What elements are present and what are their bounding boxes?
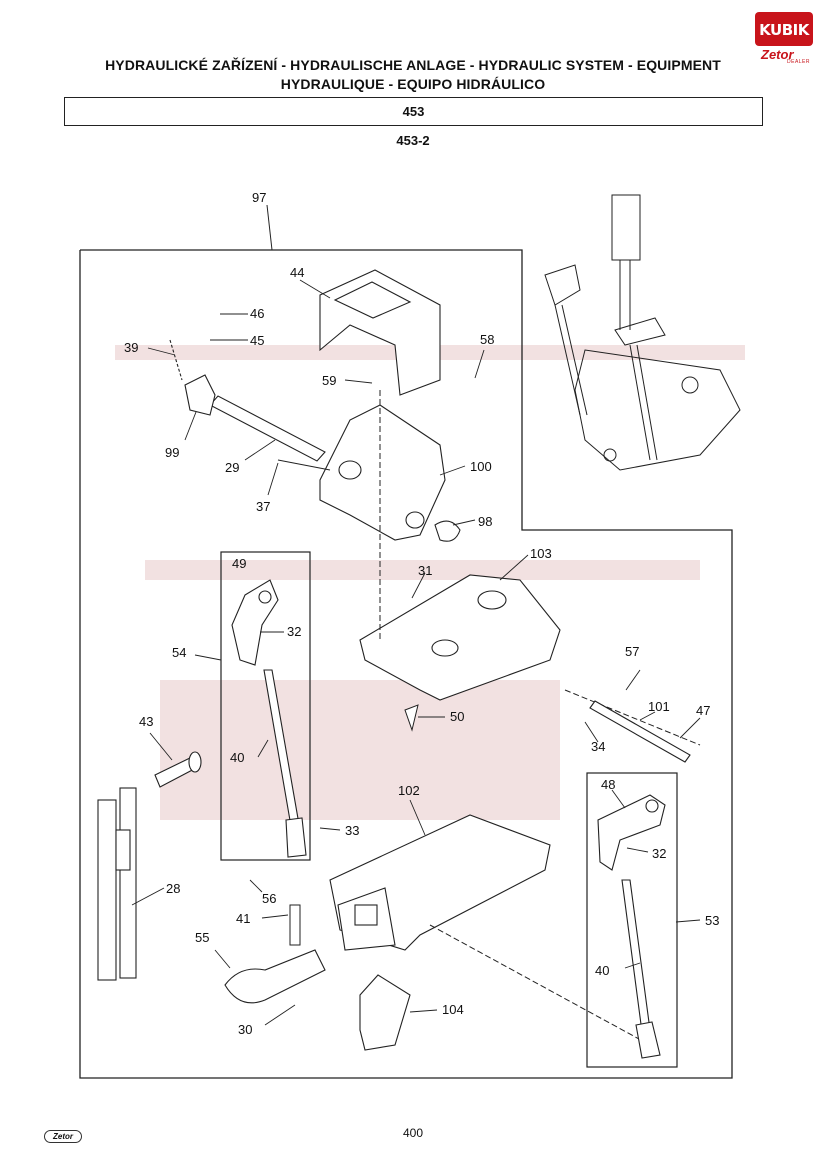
part-29-shaft bbox=[209, 395, 326, 462]
callout-99: 99 bbox=[165, 445, 179, 460]
part-41-pin bbox=[289, 904, 301, 946]
frame-outline bbox=[79, 249, 733, 1079]
callout-58: 58 bbox=[480, 332, 494, 347]
box-53 bbox=[586, 772, 678, 1068]
page-title-line-2: HYDRAULIQUE - EQUIPO HIDRÁULICO bbox=[280, 76, 546, 92]
part-104-clip bbox=[359, 974, 411, 1051]
group-number: 453 bbox=[402, 104, 425, 119]
box-54 bbox=[220, 551, 311, 861]
callout-97: 97 bbox=[252, 190, 266, 205]
part-102-frame bbox=[329, 814, 551, 951]
callout-49: 49 bbox=[232, 556, 246, 571]
logo-badge bbox=[755, 12, 813, 46]
part-101-pin bbox=[589, 700, 691, 763]
callout-101: 101 bbox=[648, 699, 670, 714]
part-99-lever bbox=[169, 339, 216, 416]
watermark bbox=[115, 345, 745, 820]
part-28-link bbox=[97, 787, 137, 981]
callout-41: 41 bbox=[236, 911, 250, 926]
part-103-plate bbox=[359, 574, 561, 701]
reference-assembly-illustration bbox=[544, 194, 741, 471]
part-49-bracket bbox=[231, 579, 279, 666]
page-title-line-1: HYDRAULICKÉ ZAŘÍZENÍ - HYDRAULISCHE ANLA… bbox=[105, 57, 721, 73]
callout-53: 53 bbox=[705, 913, 719, 928]
group-number-box: 453 bbox=[64, 97, 763, 126]
callout-100: 100 bbox=[470, 459, 492, 474]
callout-59: 59 bbox=[322, 373, 336, 388]
logo-tag: DEALER bbox=[787, 59, 811, 65]
callout-57: 57 bbox=[625, 644, 639, 659]
callout-55: 55 bbox=[195, 930, 209, 945]
callout-104: 104 bbox=[442, 1002, 464, 1017]
callout-37: 37 bbox=[256, 499, 270, 514]
leader-97 bbox=[266, 204, 273, 251]
callout-98: 98 bbox=[478, 514, 492, 529]
part-44-cover bbox=[319, 269, 441, 396]
callout-28: 28 bbox=[166, 881, 180, 896]
callout-39: 39 bbox=[124, 340, 138, 355]
page-number: 400 bbox=[402, 1126, 424, 1140]
callout-47: 47 bbox=[696, 703, 710, 718]
callout-48: 48 bbox=[601, 777, 615, 792]
part-100-bracket bbox=[319, 404, 446, 541]
callout-56: 56 bbox=[262, 891, 276, 906]
part-98-bushing bbox=[434, 520, 461, 542]
part-43-pin bbox=[154, 751, 202, 788]
callout-labels: 97 44 46 45 39 58 59 99 29 100 37 98 103… bbox=[124, 190, 719, 1037]
centerline-3 bbox=[564, 689, 701, 746]
part-40-rod-b bbox=[621, 879, 661, 1059]
part-40-rod-a bbox=[263, 669, 307, 858]
part-55-hook bbox=[224, 949, 326, 1004]
logo-brand: KUBIK bbox=[759, 21, 809, 39]
footer-zetor-logo: Zetor bbox=[44, 1130, 82, 1143]
callout-46: 46 bbox=[250, 306, 264, 321]
subgroup-number: 453-2 bbox=[396, 133, 430, 148]
callout-43: 43 bbox=[139, 714, 153, 729]
logo-sub: Zetor bbox=[761, 47, 794, 62]
callout-32-a: 32 bbox=[287, 624, 301, 639]
centerline-2 bbox=[429, 924, 651, 1046]
callout-34: 34 bbox=[591, 739, 605, 754]
callout-29: 29 bbox=[225, 460, 239, 475]
part-48-bracket bbox=[597, 794, 666, 871]
callout-44: 44 bbox=[290, 265, 304, 280]
callout-50: 50 bbox=[450, 709, 464, 724]
part-50-stud bbox=[404, 704, 419, 732]
callout-31: 31 bbox=[418, 563, 432, 578]
callout-40-b: 40 bbox=[595, 963, 609, 978]
callout-33: 33 bbox=[345, 823, 359, 838]
leader-lines bbox=[131, 279, 701, 1026]
kubik-zetor-logo: KUBIK Zetor DEALER bbox=[755, 12, 815, 65]
callout-45: 45 bbox=[250, 333, 264, 348]
callout-103: 103 bbox=[530, 546, 552, 561]
callout-40-a: 40 bbox=[230, 750, 244, 765]
callout-30: 30 bbox=[238, 1022, 252, 1037]
callout-32-b: 32 bbox=[652, 846, 666, 861]
callout-54: 54 bbox=[172, 645, 186, 660]
callout-102: 102 bbox=[398, 783, 420, 798]
